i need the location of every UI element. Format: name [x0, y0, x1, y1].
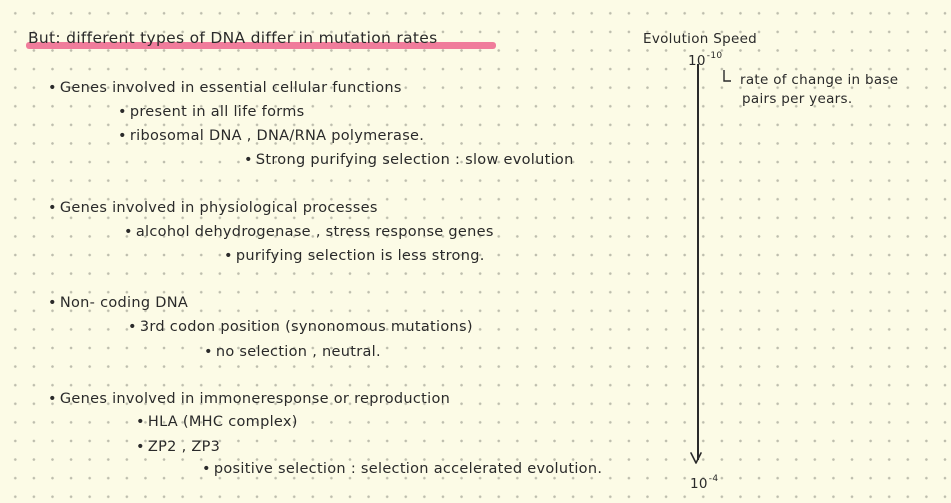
heading-highlight [26, 42, 496, 49]
group-2-selection: purifying selection is less strong. [224, 249, 485, 264]
evolution-speed-axis [697, 64, 699, 460]
group-1-item-2: ribosomal DNA , DNA/RNA polymerase. [118, 129, 424, 144]
group-4-title: Genes involved in immoneresponse or repr… [48, 392, 450, 407]
group-3-title: Non- coding DNA [48, 296, 188, 311]
group-4-selection: positive selection : selection accelerat… [202, 462, 602, 477]
axis-note-line-1: rate of change in base [740, 72, 899, 88]
group-2-item-1: alcohol dehydrogenase , stress response … [124, 225, 494, 240]
group-1-title: Genes involved in essential cellular fun… [48, 81, 402, 96]
sidebar-title: Evolution Speed [643, 31, 758, 47]
group-3-item-1: 3rd codon position (synonomous mutations… [128, 320, 473, 335]
axis-bottom-label: 10-4 [690, 474, 719, 492]
group-4-item-2: ZP2 , ZP3 [136, 440, 220, 455]
axis-note-line-2: pairs per years. [742, 91, 853, 107]
axis-top-label: 10-10 [688, 51, 723, 69]
arrow-down-icon [690, 452, 702, 464]
group-4-item-1: HLA (MHC complex) [136, 415, 298, 430]
bracket-icon [723, 70, 731, 82]
group-3-selection: no selection , neutral. [204, 345, 381, 360]
group-1-item-1: present in all life forms [118, 105, 305, 120]
group-1-selection: Strong purifying selection : slow evolut… [244, 153, 574, 168]
group-2-title: Genes involved in physiological processe… [48, 201, 378, 216]
page-title: But: different types of DNA differ in mu… [28, 29, 438, 47]
